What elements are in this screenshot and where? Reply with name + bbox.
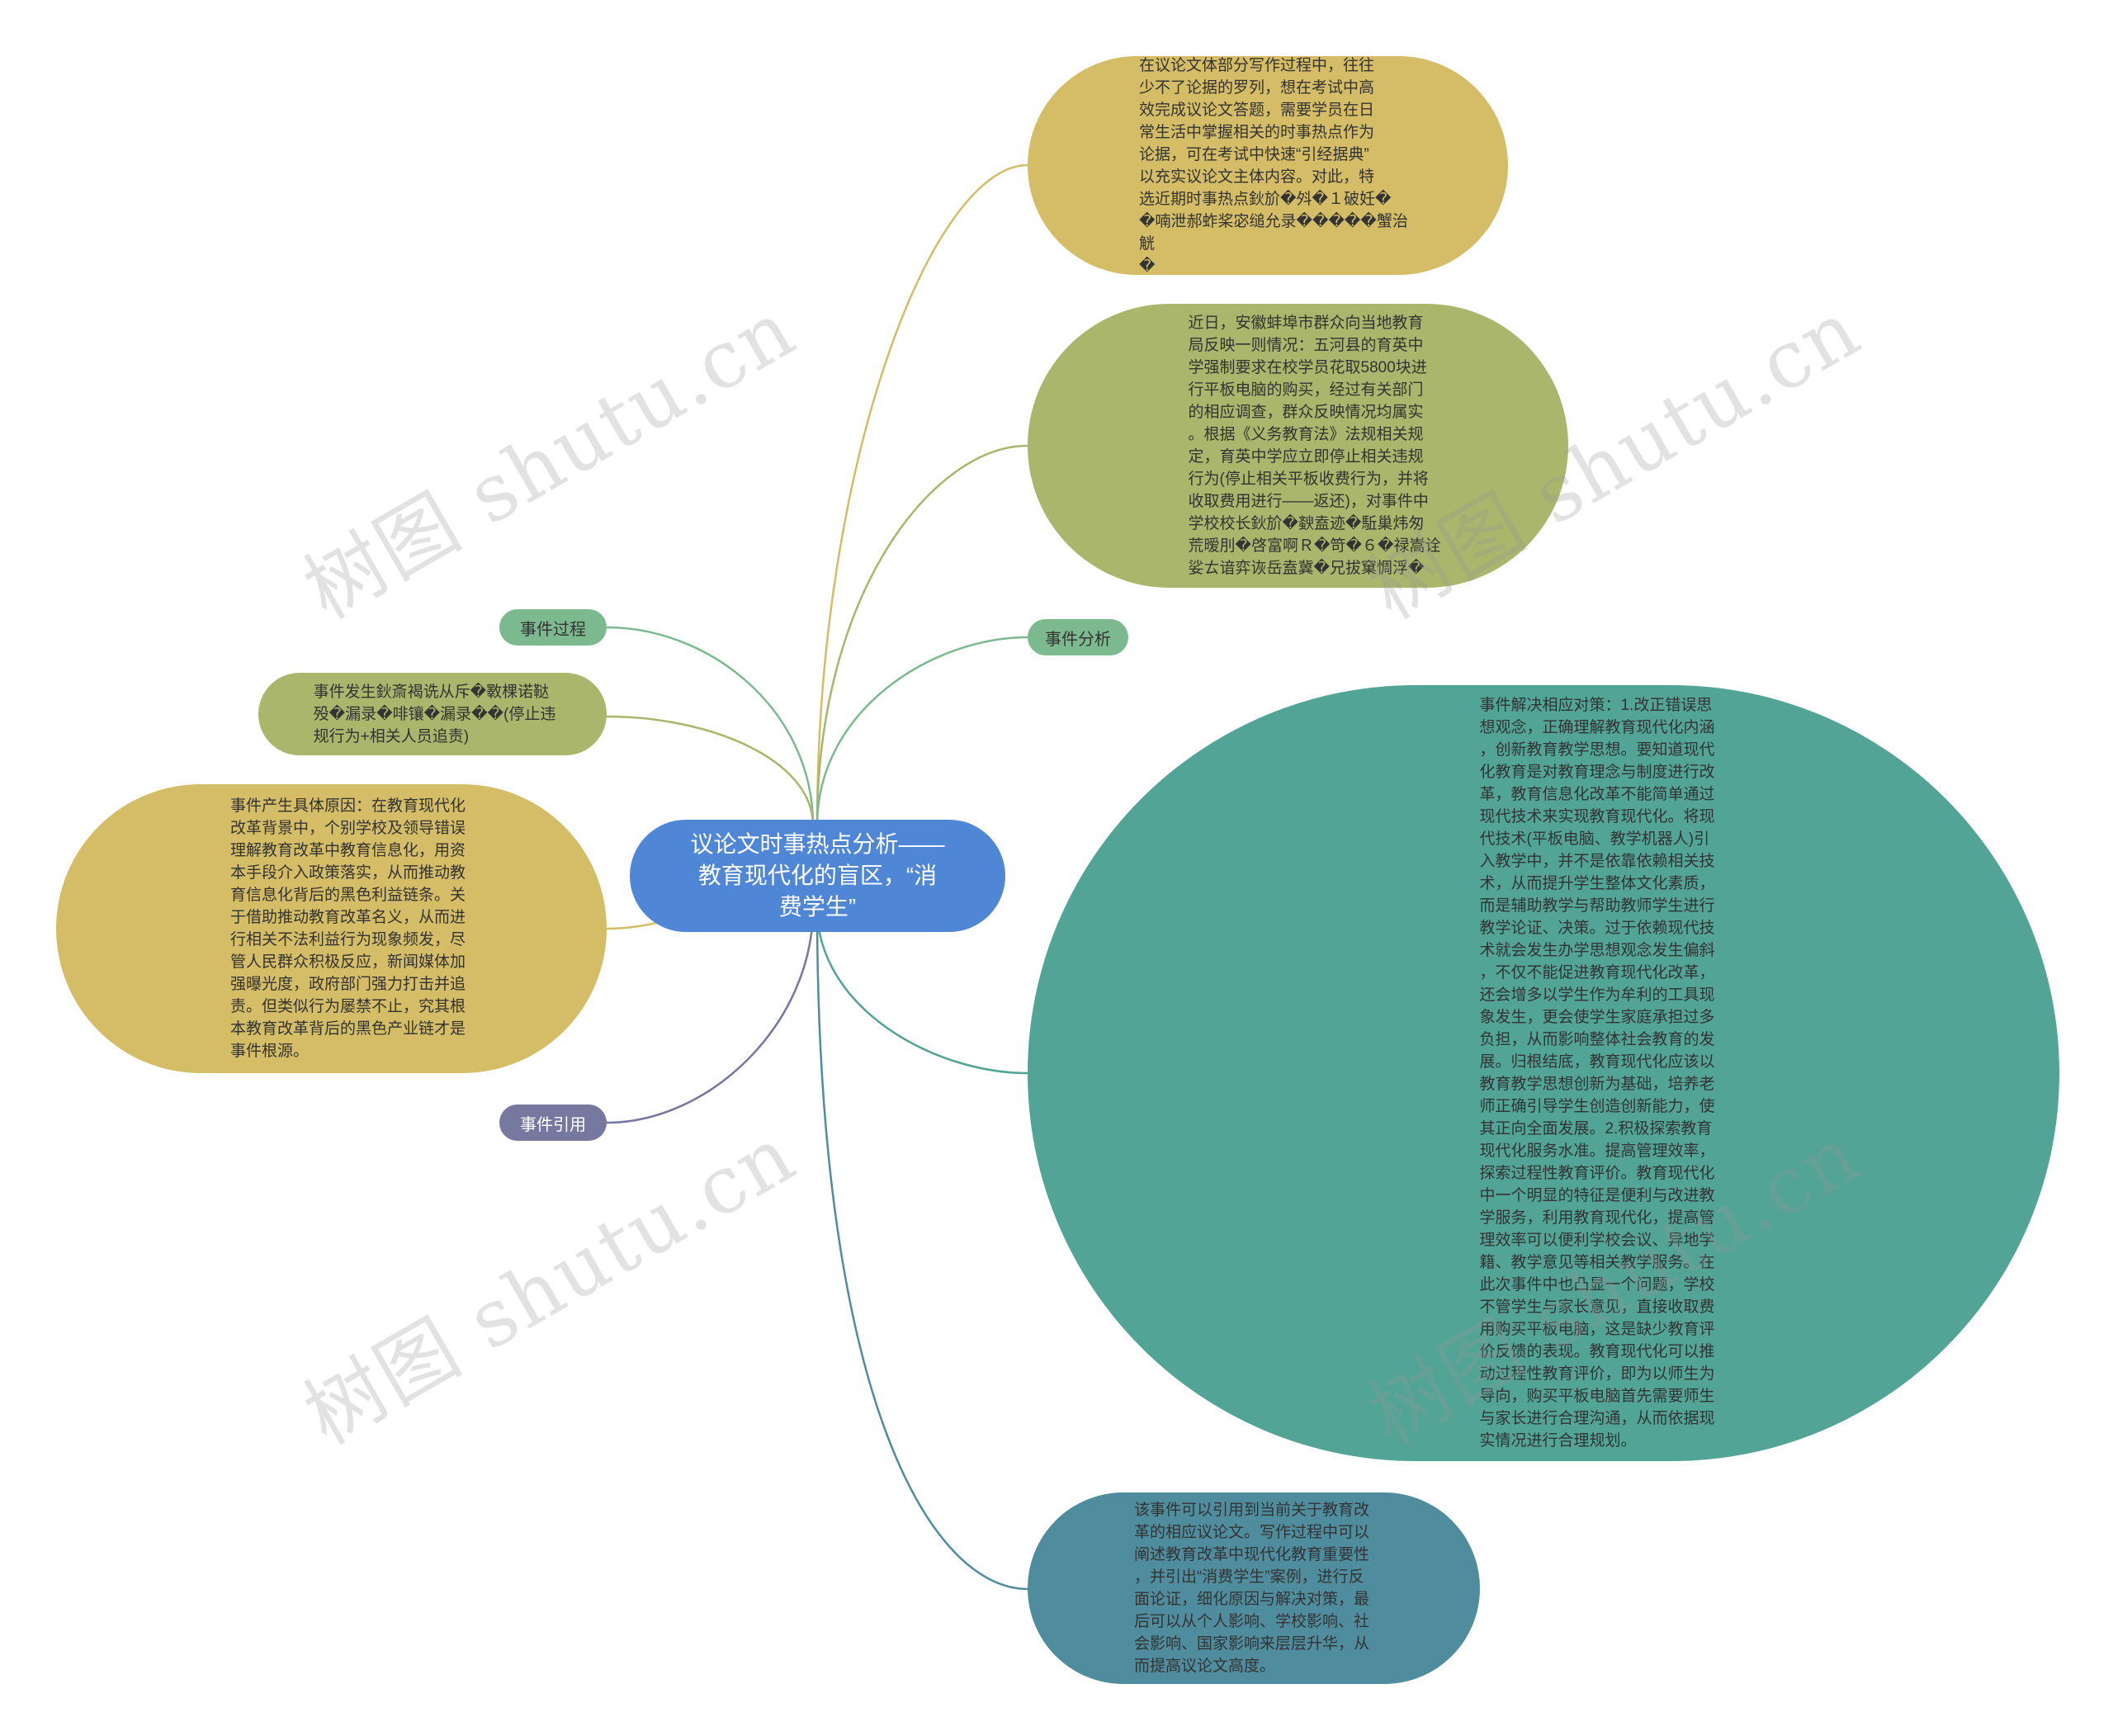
analysis-label-text: 事件分析 [1045, 630, 1111, 649]
connector-occurrence [606, 715, 815, 826]
connector-intro [815, 163, 1028, 826]
citation-label-text: 事件引用 [520, 1115, 586, 1134]
citation-label[interactable]: 事件引用 [499, 1105, 607, 1141]
intro-node[interactable]: 在议论文体部分写作过程中，往往 少不了论据的罗列，想在考试中高 效完成议论文答题… [1028, 56, 1508, 275]
cause-node[interactable]: 事件产生具体原因：在教育现代化 改革背景中，个别学校及领导错误 理解教育改革中教… [56, 784, 607, 1073]
usage-node[interactable]: 该事件可以引用到当前关于教育改 革的相应议论文。写作过程中可以 阐述教育改革中现… [1028, 1492, 1480, 1684]
news-text: 近日，安徽蚌埠市群众向当地教育 局反映一则情况：五河县的育英中 学强制要求在校学… [1188, 315, 1441, 577]
analysis-label[interactable]: 事件分析 [1028, 619, 1128, 655]
process-label-text: 事件过程 [520, 620, 586, 639]
news-node[interactable]: 近日，安徽蚌埠市群众向当地教育 局反映一则情况：五河县的育英中 学强制要求在校学… [1028, 304, 1568, 588]
connector-analysis [815, 636, 1028, 826]
cause-text: 事件产生具体原因：在教育现代化 改革背景中，个别学校及领导错误 理解教育改革中教… [229, 797, 466, 1060]
central-topic[interactable]: 议论文时事热点分析—— 教育现代化的盲区，“消 费学生” [630, 820, 1005, 932]
process-label[interactable]: 事件过程 [499, 609, 607, 646]
occurrence-text: 事件发生鈥斎褐诜从斥�斁棵诺鞑 殁�漏录�啡镶�漏录��(停止违 规行为+相关人… [313, 683, 556, 745]
solution-text: 事件解决相应对策：1.改正错误思 想观念，正确理解教育现代化内涵 ，创新教育教学… [1479, 697, 1715, 1450]
connector-citation [606, 907, 815, 1124]
occurrence-node[interactable]: 事件发生鈥斎褐诜从斥�斁棵诺鞑 殁�漏录�啡镶�漏录��(停止违 规行为+相关人… [258, 673, 607, 755]
central-topic-text: 议论文时事热点分析—— 教育现代化的盲区，“消 费学生” [690, 831, 945, 920]
connector-process [606, 626, 815, 826]
usage-text: 该事件可以引用到当前关于教育改 革的相应议论文。写作过程中可以 阐述教育改革中现… [1133, 1502, 1369, 1675]
solution-node[interactable]: 事件解决相应对策：1.改正错误思 想观念，正确理解教育现代化内涵 ，创新教育教学… [1028, 685, 2059, 1461]
connector-news [815, 444, 1028, 826]
connector-solution [815, 907, 1028, 1075]
intro-text: 在议论文体部分写作过程中，往往 少不了论据的罗列，想在考试中高 效完成议论文答题… [1139, 56, 1408, 275]
connector-usage [815, 907, 1028, 1591]
